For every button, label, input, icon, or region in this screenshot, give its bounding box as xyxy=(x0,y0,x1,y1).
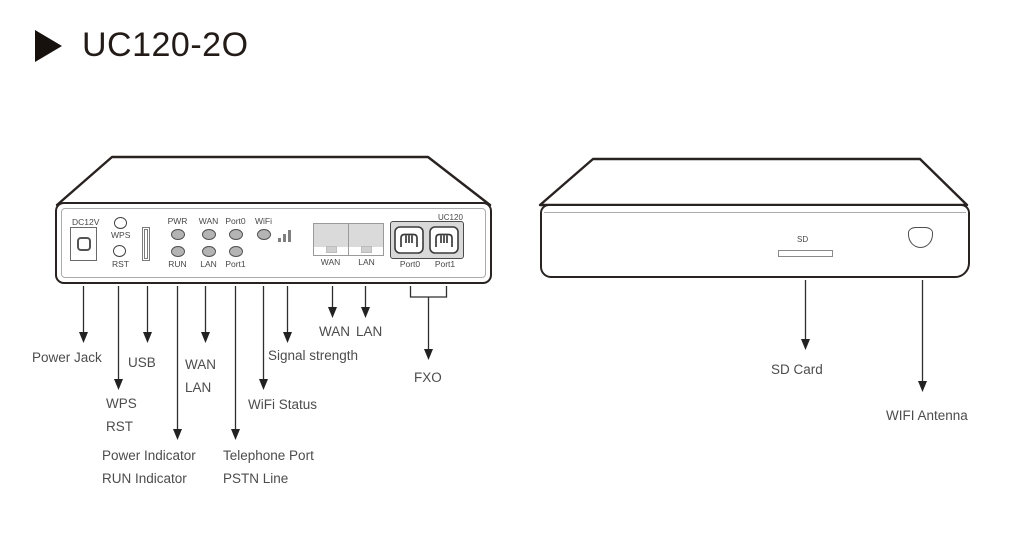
wps-button-icon xyxy=(114,217,127,229)
callout-power-run-indicator: Power Indicator RUN Indicator xyxy=(102,444,196,490)
lan-port-icon xyxy=(349,224,383,255)
led-column-wan-lan: WAN LAN xyxy=(192,204,226,282)
power-jack-icon xyxy=(70,227,97,261)
rst-button-icon xyxy=(113,245,126,257)
signal-strength-icon xyxy=(278,230,291,242)
callout-wps-line: WPS xyxy=(106,396,137,411)
wifi-led-icon xyxy=(256,229,271,240)
wifi-led-label: WiFi xyxy=(255,216,272,226)
callout-telephone-port: Telephone Port PSTN Line xyxy=(223,444,314,490)
callout-lan-line: LAN xyxy=(185,380,212,395)
callout-wifi-antenna: WIFI Antenna xyxy=(886,408,968,423)
sd-slot-label: SD xyxy=(797,235,809,244)
rear-panel-illustration: SD xyxy=(540,204,970,278)
lan-led-icon xyxy=(201,246,216,257)
led-column-port0-port1: Port0 Port1 xyxy=(219,204,253,282)
callout-run-indicator-line: RUN Indicator xyxy=(102,471,187,486)
callout-rst-line: RST xyxy=(106,419,133,434)
phone-ports-box xyxy=(390,221,464,259)
wan-port-label: WAN xyxy=(320,257,341,267)
port1-label: Port1 xyxy=(434,259,456,269)
callout-power-indicator-line: Power Indicator xyxy=(102,448,196,463)
wan-led-label: WAN xyxy=(198,216,219,226)
run-led-label: RUN xyxy=(168,259,187,269)
port0-led-icon xyxy=(228,229,243,240)
lan-port-label: LAN xyxy=(358,257,375,267)
callout-wifi-status: WiFi Status xyxy=(248,397,318,412)
sd-card-slot-icon xyxy=(778,250,833,257)
pwr-led-label: PWR xyxy=(167,216,188,226)
rst-label: RST xyxy=(112,259,129,269)
page-title: UC120-2O xyxy=(82,26,249,64)
dc12v-label: DC12V xyxy=(72,217,100,227)
rear-panel-inner-line xyxy=(544,212,966,213)
usb-slot-icon xyxy=(142,227,150,261)
led-column-pwr-run: PWR RUN xyxy=(161,204,195,282)
run-led-icon xyxy=(170,246,185,257)
callout-power-jack: Power Jack xyxy=(32,350,102,365)
port0-led-label: Port0 xyxy=(225,216,246,226)
ethernet-ports-icon xyxy=(313,223,384,256)
callout-sd-card: SD Card xyxy=(771,362,823,377)
front-device-top-face xyxy=(55,155,492,207)
led-column-wifi: WiFi xyxy=(247,204,281,282)
callout-usb: USB xyxy=(128,355,156,370)
callout-fxo: FXO xyxy=(414,370,442,385)
wps-label: WPS xyxy=(111,230,131,240)
model-label: UC120 xyxy=(438,213,463,222)
lan-led-label: LAN xyxy=(200,259,217,269)
arrowheads xyxy=(79,307,927,440)
rear-device-top-face xyxy=(538,157,969,207)
port0-label: Port0 xyxy=(399,259,421,269)
section-marker-triangle-icon xyxy=(35,30,62,62)
callout-eth-lan: LAN xyxy=(356,324,383,339)
callout-pstn-line: PSTN Line xyxy=(223,471,289,486)
callout-wps-rst: WPS RST xyxy=(106,392,137,438)
port1-led-label: Port1 xyxy=(225,259,246,269)
rj11-port1-icon xyxy=(429,226,459,254)
front-panel-inner-border xyxy=(61,208,486,278)
wan-port-icon xyxy=(314,224,349,255)
wan-led-icon xyxy=(201,229,216,240)
wifi-antenna-hole-icon xyxy=(908,227,933,248)
front-panel-illustration: DC12V WPS RST PWR RUN WAN LAN Port0 Por xyxy=(55,202,492,284)
callout-wan-lan-leds: WAN LAN xyxy=(185,353,216,399)
rj11-port0-icon xyxy=(394,226,424,254)
callout-eth-wan: WAN xyxy=(319,324,350,339)
callout-wan-line: WAN xyxy=(185,357,216,372)
callout-arrows xyxy=(82,280,924,429)
callout-telephone-line: Telephone Port xyxy=(223,448,314,463)
port1-led-icon xyxy=(228,246,243,257)
callout-signal-strength: Signal strength xyxy=(268,348,359,363)
pwr-led-icon xyxy=(170,229,185,240)
power-jack-pin-icon xyxy=(76,237,91,251)
